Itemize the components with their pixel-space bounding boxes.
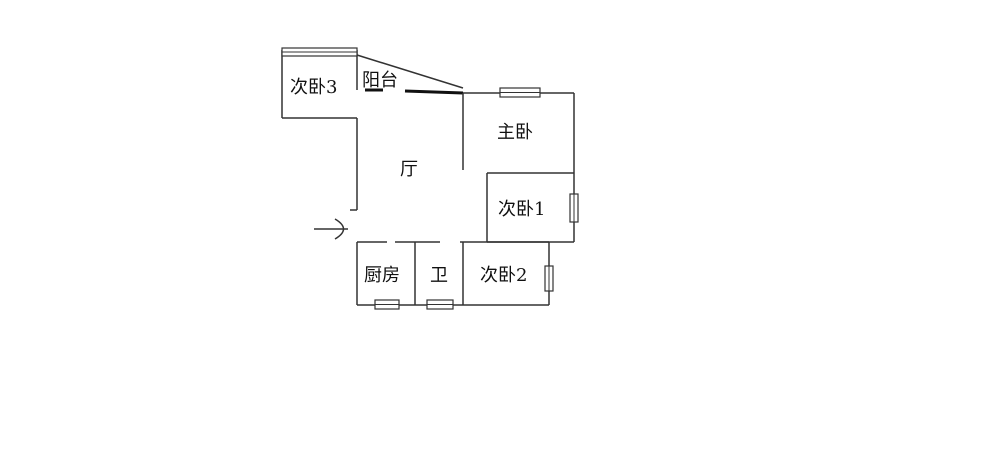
walls xyxy=(281,50,575,306)
wall-balcony-rail-right xyxy=(404,89,464,95)
entrance-arrow-icon xyxy=(314,218,348,240)
room-label-bedroom2: 次卧2 xyxy=(480,265,527,286)
window-master xyxy=(499,87,541,98)
window-bathroom xyxy=(426,299,454,310)
room-label-bedroom1: 次卧1 xyxy=(498,199,545,220)
window-kitchen xyxy=(374,299,400,310)
window-bedroom1 xyxy=(569,193,579,223)
room-label-living: 厅 xyxy=(400,159,418,180)
room-label-kitchen: 厨房 xyxy=(364,265,400,286)
room-label-balcony: 阳台 xyxy=(362,70,398,91)
room-label-bedroom3: 次卧3 xyxy=(290,77,337,98)
window-bedroom3 xyxy=(281,47,358,57)
wall-balcony-slant xyxy=(356,54,464,89)
room-label-master: 主卧 xyxy=(497,122,533,143)
windows xyxy=(281,47,579,310)
window-bedroom2 xyxy=(544,265,554,292)
room-label-bathroom: 卫 xyxy=(430,265,448,286)
